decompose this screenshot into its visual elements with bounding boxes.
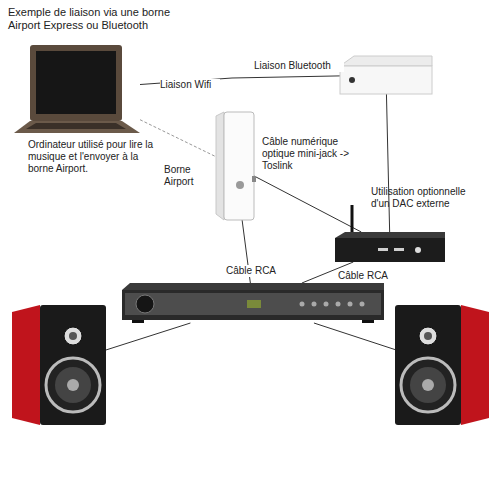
amplifier xyxy=(122,283,384,323)
laptop-lid xyxy=(30,45,122,121)
volume-knob xyxy=(136,295,154,313)
amp-button xyxy=(312,302,317,307)
dac-button xyxy=(415,247,421,253)
laptop-node: Ordinateur utilisé pour lire la musique … xyxy=(14,45,140,133)
cable-connector xyxy=(254,176,361,232)
tweeter-dome xyxy=(69,332,77,340)
tweeter xyxy=(64,327,82,345)
laptop-base xyxy=(14,121,140,133)
amp-foot xyxy=(132,320,144,323)
cable-connector xyxy=(140,120,216,157)
speaker xyxy=(12,305,106,425)
amp-top xyxy=(122,283,384,290)
diagram-title: Exemple de liaison via une borne Airport… xyxy=(8,6,193,32)
speaker-front xyxy=(40,305,106,425)
dac-light xyxy=(378,248,388,251)
woofer xyxy=(401,358,455,412)
amp-button xyxy=(324,302,329,307)
amp-logo xyxy=(247,300,261,308)
cable-label: Liaison Bluetooth xyxy=(254,60,344,72)
amp-button xyxy=(336,302,341,307)
speaker-side xyxy=(461,305,489,425)
dac-light xyxy=(394,248,404,251)
cable-line xyxy=(314,323,395,350)
speaker-front xyxy=(395,305,461,425)
woofer xyxy=(46,358,100,412)
bluetooth-receiver xyxy=(340,56,432,94)
amp-button xyxy=(300,302,305,307)
cable-label: Câble RCA xyxy=(338,270,398,282)
laptop-screen xyxy=(36,51,116,114)
cable-line xyxy=(106,323,190,350)
dac-body xyxy=(335,238,445,262)
woofer-cone xyxy=(410,367,446,403)
bluetooth-box xyxy=(340,66,432,94)
airport-body xyxy=(224,112,254,220)
tweeter xyxy=(419,327,437,345)
amp-foot xyxy=(362,320,374,323)
cable-line xyxy=(254,176,361,232)
tweeter-dome xyxy=(424,332,432,340)
bluetooth-top xyxy=(340,56,432,66)
cable-line xyxy=(386,94,389,232)
speaker xyxy=(395,305,489,425)
dac-node: Utilisation optionnelle d'un DAC externe xyxy=(335,232,445,262)
cable-label: Câble RCA xyxy=(226,265,286,277)
device-caption: Utilisation optionnelle d'un DAC externe xyxy=(371,186,481,210)
cable-label: Câble numérique optique mini-jack -> Tos… xyxy=(262,136,372,172)
speaker-side xyxy=(12,305,40,425)
dust-cap xyxy=(422,379,434,391)
dac-top xyxy=(335,232,445,238)
apple-logo xyxy=(236,181,244,189)
woofer-cone xyxy=(55,367,91,403)
amp-body xyxy=(122,290,384,320)
bluetooth-logo xyxy=(349,77,355,83)
audio-jack xyxy=(252,176,256,182)
cable-connector xyxy=(106,323,190,350)
cable-connector xyxy=(314,323,395,350)
airport-side xyxy=(216,112,224,220)
airport-node: Borne Airport xyxy=(216,112,254,220)
cable-line xyxy=(140,120,216,157)
dust-cap xyxy=(67,379,79,391)
cable-label: Liaison Wifi xyxy=(160,79,220,91)
device-caption: Borne Airport xyxy=(164,164,212,188)
laptop-keyboard xyxy=(26,123,126,129)
device-caption: Ordinateur utilisé pour lire la musique … xyxy=(28,139,163,175)
amp-button xyxy=(348,302,353,307)
amp-button xyxy=(360,302,365,307)
amp-front xyxy=(125,293,381,315)
cable-connector xyxy=(386,94,389,232)
